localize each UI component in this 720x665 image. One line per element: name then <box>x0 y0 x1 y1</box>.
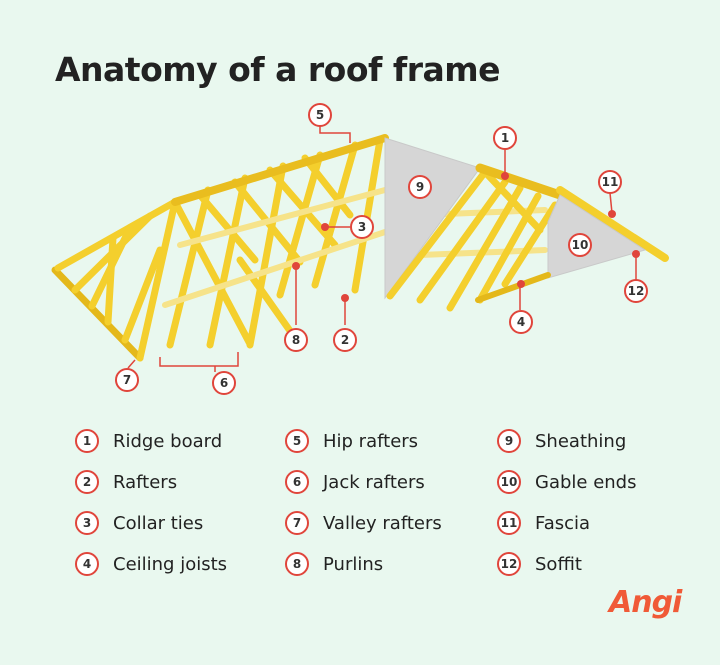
legend-number: 4 <box>75 552 99 576</box>
legend-number: 3 <box>75 511 99 535</box>
callout-12: 12 <box>624 279 648 303</box>
legend-label: Sheathing <box>535 430 627 452</box>
callout-4-label: 4 <box>517 315 525 329</box>
legend-label: Ceiling joists <box>113 553 228 575</box>
callout-12-label: 12 <box>628 284 645 298</box>
angi-logo: Angi <box>609 585 682 620</box>
callout-6-label: 6 <box>220 376 228 390</box>
callout-2-label: 2 <box>341 333 349 347</box>
legend-item-jack-rafters: 6 Jack rafters <box>285 467 425 497</box>
legend-number: 5 <box>285 429 309 453</box>
page-title: Anatomy of a roof frame <box>55 50 501 89</box>
legend-number: 8 <box>285 552 309 576</box>
legend-number: 7 <box>285 511 309 535</box>
callout-4: 4 <box>509 310 533 334</box>
legend-item-soffit: 12 Soffit <box>497 549 582 579</box>
callout-11-label: 11 <box>602 175 619 189</box>
legend-item-fascia: 11 Fascia <box>497 508 590 538</box>
callout-2: 2 <box>333 328 357 352</box>
ridge-board <box>475 163 565 200</box>
ceiling-joist <box>475 272 551 303</box>
callout-3-label: 3 <box>358 220 366 234</box>
callout-1: 1 <box>493 126 517 150</box>
legend-number: 1 <box>75 429 99 453</box>
legend-label: Gable ends <box>535 471 637 493</box>
legend-item-sheathing: 9 Sheathing <box>497 426 626 456</box>
legend-number: 10 <box>497 470 521 494</box>
legend-label: Jack rafters <box>323 471 425 493</box>
leader-lines <box>127 125 637 372</box>
legend-item-gable-ends: 10 Gable ends <box>497 467 637 497</box>
callout-dots <box>292 172 640 302</box>
purlin <box>162 229 388 308</box>
callout-10-label: 10 <box>572 238 589 252</box>
legend-label: Rafters <box>113 471 178 493</box>
ridge-left <box>171 134 389 206</box>
legend-item-collar-ties: 3 Collar ties <box>75 508 203 538</box>
legend-item-valley-rafters: 7 Valley rafters <box>285 508 442 538</box>
callout-11: 11 <box>598 170 622 194</box>
sheathing-panel <box>384 137 481 300</box>
legend-number: 6 <box>285 470 309 494</box>
legend-label: Soffit <box>535 553 582 575</box>
legend-number: 2 <box>75 470 99 494</box>
callout-8-label: 8 <box>292 333 300 347</box>
callout-3: 3 <box>350 215 374 239</box>
legend-number: 9 <box>497 429 521 453</box>
legend-number: 11 <box>497 511 521 535</box>
legend-item-ridge-board: 1 Ridge board <box>75 426 222 456</box>
callout-1-label: 1 <box>501 131 509 145</box>
legend-label: Fascia <box>535 512 591 534</box>
callout-8: 8 <box>284 328 308 352</box>
legend-item-ceiling-joists: 4 Ceiling joists <box>75 549 227 579</box>
callout-5-label: 5 <box>316 108 324 122</box>
roof-frame-diagram: 1 2 3 4 5 6 7 8 9 10 11 12 <box>51 103 669 395</box>
legend-item-hip-rafters: 5 Hip rafters <box>285 426 418 456</box>
legend-item-purlins: 8 Purlins <box>285 549 383 579</box>
callout-7-label: 7 <box>123 373 131 387</box>
legend-label: Collar ties <box>113 512 204 534</box>
legend-label: Ridge board <box>113 430 223 452</box>
callout-5: 5 <box>308 103 332 127</box>
callout-7: 7 <box>115 368 139 392</box>
fascia <box>556 186 669 262</box>
legend-item-rafters: 2 Rafters <box>75 467 177 497</box>
legend-label: Valley rafters <box>323 512 442 534</box>
callout-10: 10 <box>568 233 592 257</box>
callout-9-label: 9 <box>416 180 424 194</box>
legend-label: Purlins <box>323 553 384 575</box>
legend-label: Hip rafters <box>323 430 419 452</box>
callout-6: 6 <box>212 371 236 395</box>
legend-number: 12 <box>497 552 521 576</box>
callout-9: 9 <box>408 175 432 199</box>
collar-tie <box>177 187 388 248</box>
